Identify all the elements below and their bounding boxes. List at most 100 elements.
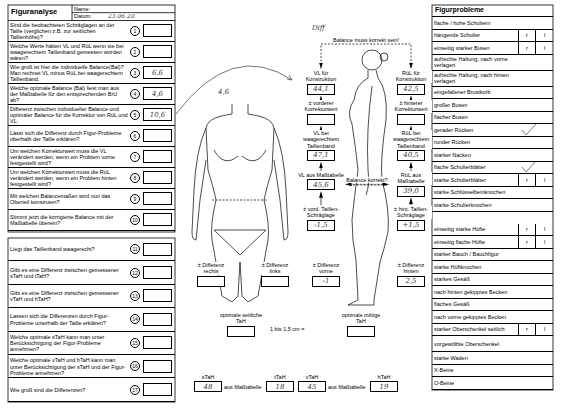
- measure-label: ± hint. Taillen-Schräglage: [390, 206, 432, 219]
- handwritten-value: 10,6: [150, 111, 166, 119]
- hair-bun: [380, 53, 388, 61]
- problem-row: großer Busen: [432, 99, 553, 112]
- measure-box: RüL für Konstruktion42,5: [390, 70, 432, 95]
- handwritten-value: 6,6: [152, 69, 163, 77]
- callout-number: 1: [130, 26, 140, 36]
- question-text: Gibt es eine Differenz zwischen gemessen…: [10, 290, 128, 303]
- measure-box: ± hint. Taillen-Schräglage +1,5: [390, 206, 432, 231]
- problem-row: flaches Gesäß: [432, 299, 553, 312]
- question-row: 11Liegt das Taillenband waagerecht?: [8, 238, 175, 261]
- problem-text: starke Schlüsselbeinknochen: [434, 189, 517, 195]
- measure-box: ± vorderer Korrekturwert: [298, 100, 344, 125]
- side-box: r: [518, 224, 535, 236]
- side-letter: r: [526, 45, 528, 51]
- question-text: Um welchen Korrekturwert muss die RüL ve…: [10, 168, 128, 187]
- handwritten-note: 23.06.20: [108, 13, 135, 20]
- measure-label: ± vord. Taillen-Schräglage: [298, 206, 344, 219]
- answer-value: 10,6: [143, 109, 172, 122]
- connector: [411, 162, 412, 171]
- form-title: Figuranalyse: [11, 8, 57, 17]
- handwritten-note: Diff: [312, 24, 325, 32]
- measure-box: ± vord. Taillen-Schräglage-1,5: [298, 206, 344, 231]
- measure-label: RüL bei waagerechtem Taillenband: [390, 130, 432, 149]
- measure-label: VL bei waagerechtem Taillenband: [298, 130, 344, 149]
- answer-box: [143, 150, 172, 163]
- callout-number: 10: [130, 215, 140, 225]
- problem-row: flache / hohe Schultern: [432, 17, 553, 30]
- side-box: l: [535, 42, 553, 54]
- neck: [232, 104, 248, 114]
- question-row: 3Wie groß ist hier die individuelle Bala…: [8, 63, 175, 84]
- problem-row: hängende Schulterrl: [432, 30, 553, 43]
- problem-text: starke Waden: [434, 355, 517, 361]
- question-text: Wie groß sind die Differenzen?: [10, 386, 128, 392]
- callout-number: 13: [130, 291, 140, 301]
- problem-text: flaches Gesäß: [434, 301, 517, 307]
- problem-text: einseitig flache Hüfte: [434, 239, 517, 245]
- edge-label: Balance korrekt?: [346, 177, 387, 183]
- callout-number: 3: [130, 68, 140, 78]
- problem-row: einseitig starker Busen r l: [432, 42, 553, 55]
- answer-box: [143, 192, 172, 205]
- form-label: Datum:: [74, 13, 92, 19]
- measure-label: vTaH: [298, 374, 326, 380]
- value-box: 48: [194, 381, 222, 392]
- handwritten-value: +1,5: [403, 221, 420, 229]
- back-profile: [374, 78, 388, 300]
- problem-row: starke Schlüsselbeinknochen: [432, 187, 553, 200]
- side-letter: l: [544, 326, 545, 332]
- answer-box: [143, 266, 172, 279]
- side-letter: l: [544, 177, 545, 183]
- problem-row: starker Bauch / Bauchfigur: [432, 249, 553, 262]
- form-label: Name:: [74, 6, 90, 12]
- handwritten-value: 47,1: [313, 151, 329, 159]
- problem-text: starker Nacken: [434, 152, 517, 158]
- side-box: l: [535, 30, 553, 42]
- question-text: Welche optimale vTaH und hTaH kann man u…: [10, 357, 128, 376]
- pencil-marks: [176, 66, 536, 172]
- question-text: Lassen sich die Differenzen durch Figur-…: [10, 313, 128, 326]
- problem-row: starke Waden: [432, 352, 553, 365]
- question-text: Um welchen Korrekturwert muss die VL ver…: [10, 147, 128, 166]
- measure-box: ± Differenz vorne-1: [306, 262, 346, 287]
- problem-row: flache Schulterblätter: [432, 162, 553, 175]
- measure-box: optimale mittige TaH: [338, 312, 384, 337]
- measure-label: RüL aus Maßtabelle: [390, 172, 432, 185]
- waist-band: [212, 200, 268, 201]
- handwritten-value: 18: [276, 383, 285, 391]
- measure-box: VL für Konstruktion44,1: [298, 70, 344, 95]
- question-text: Welche optimale sTaH kann man unter Berü…: [10, 333, 128, 352]
- problem-text: einseitig starke Hüfte: [434, 226, 517, 232]
- problem-text: gerader Rücken: [434, 127, 517, 133]
- handwritten-note: 4,6: [218, 88, 229, 96]
- measure-box: ± Differenz links: [256, 262, 294, 287]
- question-row: 16Welche optimale vTaH und hTaH kann man…: [8, 355, 175, 378]
- side-box: l: [535, 324, 553, 336]
- measure-box: RüL aus Maßtabelle39,0: [390, 172, 432, 197]
- side-letter: r: [526, 326, 528, 332]
- handwritten-value: 48: [204, 383, 213, 391]
- form-label: 1 bis 1,5 cm =: [270, 326, 304, 332]
- problem-text: nach hinten gekipptes Becken: [434, 289, 517, 295]
- problem-row: einseitig flache Hüfterl: [432, 236, 553, 249]
- value-box: 47,1: [307, 150, 335, 161]
- problem-text: einseitig starker Busen: [434, 45, 517, 51]
- side-box: l: [535, 236, 553, 248]
- callout-number: 16: [130, 361, 140, 371]
- problem-text: aufrechte Haltung, nach vorne verlagert: [434, 56, 517, 69]
- side-box: l: [535, 174, 553, 186]
- measure-label: ± Differenz vorne: [306, 262, 346, 275]
- question-row: 4Welche optimale Balance (Bal) liest man…: [8, 84, 175, 105]
- check-mark: [522, 161, 536, 172]
- measure-box: vTaH45: [298, 374, 326, 392]
- problem-text: flache / hohe Schultern: [434, 20, 517, 26]
- question-row: 10Stimmt jetzt die korrigierte Balance m…: [8, 210, 175, 231]
- problem-text: starker Oberschenkel seitlich: [434, 326, 517, 332]
- value-box: 44,1: [307, 84, 335, 95]
- problem-row: starker Nacken: [432, 149, 553, 162]
- question-row: 17Wie groß sind die Differenzen?: [8, 378, 175, 401]
- problem-text: flache Schulterblätter: [434, 164, 517, 170]
- problem-text: starker Bauch / Bauchfigur: [434, 251, 517, 257]
- answer-box: [143, 383, 172, 396]
- measure-label: ± Differenz rechts: [192, 262, 230, 275]
